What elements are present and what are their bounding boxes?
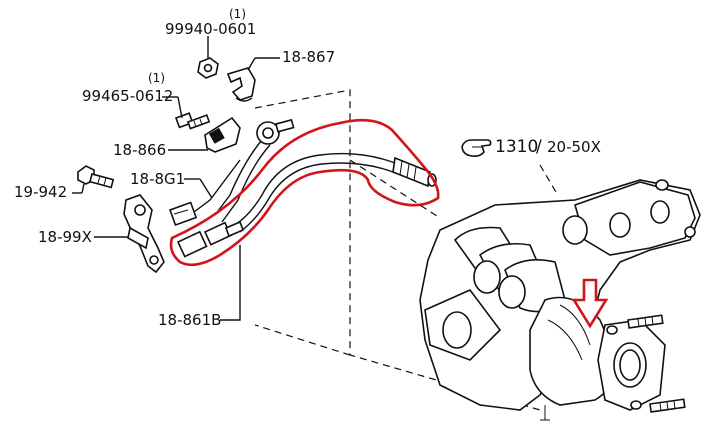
bolt-99465 <box>174 112 211 130</box>
reference-separator: / <box>536 137 542 157</box>
callout-18-866: 18-866 <box>113 141 166 159</box>
bolt-19-942 <box>77 165 115 189</box>
bracket-18-866 <box>204 116 241 153</box>
highlight-loop <box>169 118 440 267</box>
connector-18-861B-b <box>203 220 245 246</box>
upstream-o2-sensor <box>392 156 437 188</box>
callout-18-8G1: 18-8G1 <box>130 170 185 188</box>
down-arrow-icon <box>571 278 609 329</box>
callout-99465-qty: (1) <box>148 71 165 85</box>
connector-18-861B-a <box>176 230 208 258</box>
nut-99940 <box>197 57 219 79</box>
callout-18-99X: 18-99X <box>38 228 92 246</box>
callout-99940: 99940-0601 <box>165 20 256 38</box>
pointing-hand-icon <box>461 139 492 157</box>
reference-number: 1310 <box>495 137 538 157</box>
callout-99940-qty: (1) <box>229 7 246 21</box>
callout-99465: 99465-0612 <box>82 87 173 105</box>
callout-19-942: 19-942 <box>14 183 67 201</box>
sensor-harness <box>189 139 396 233</box>
leader-lines <box>72 36 557 321</box>
clip-18-867 <box>226 67 256 102</box>
connector-18-8G1 <box>168 201 198 227</box>
callout-18-867: 18-867 <box>282 48 335 66</box>
exhaust-manifold <box>419 179 701 421</box>
grommet <box>256 118 295 145</box>
reference-sub: 20-50X <box>547 138 601 156</box>
stud-upper <box>627 314 664 329</box>
callout-18-861B: 18-861B <box>158 311 221 329</box>
bracket-18-99X <box>123 194 165 274</box>
stud-lower <box>649 398 686 413</box>
